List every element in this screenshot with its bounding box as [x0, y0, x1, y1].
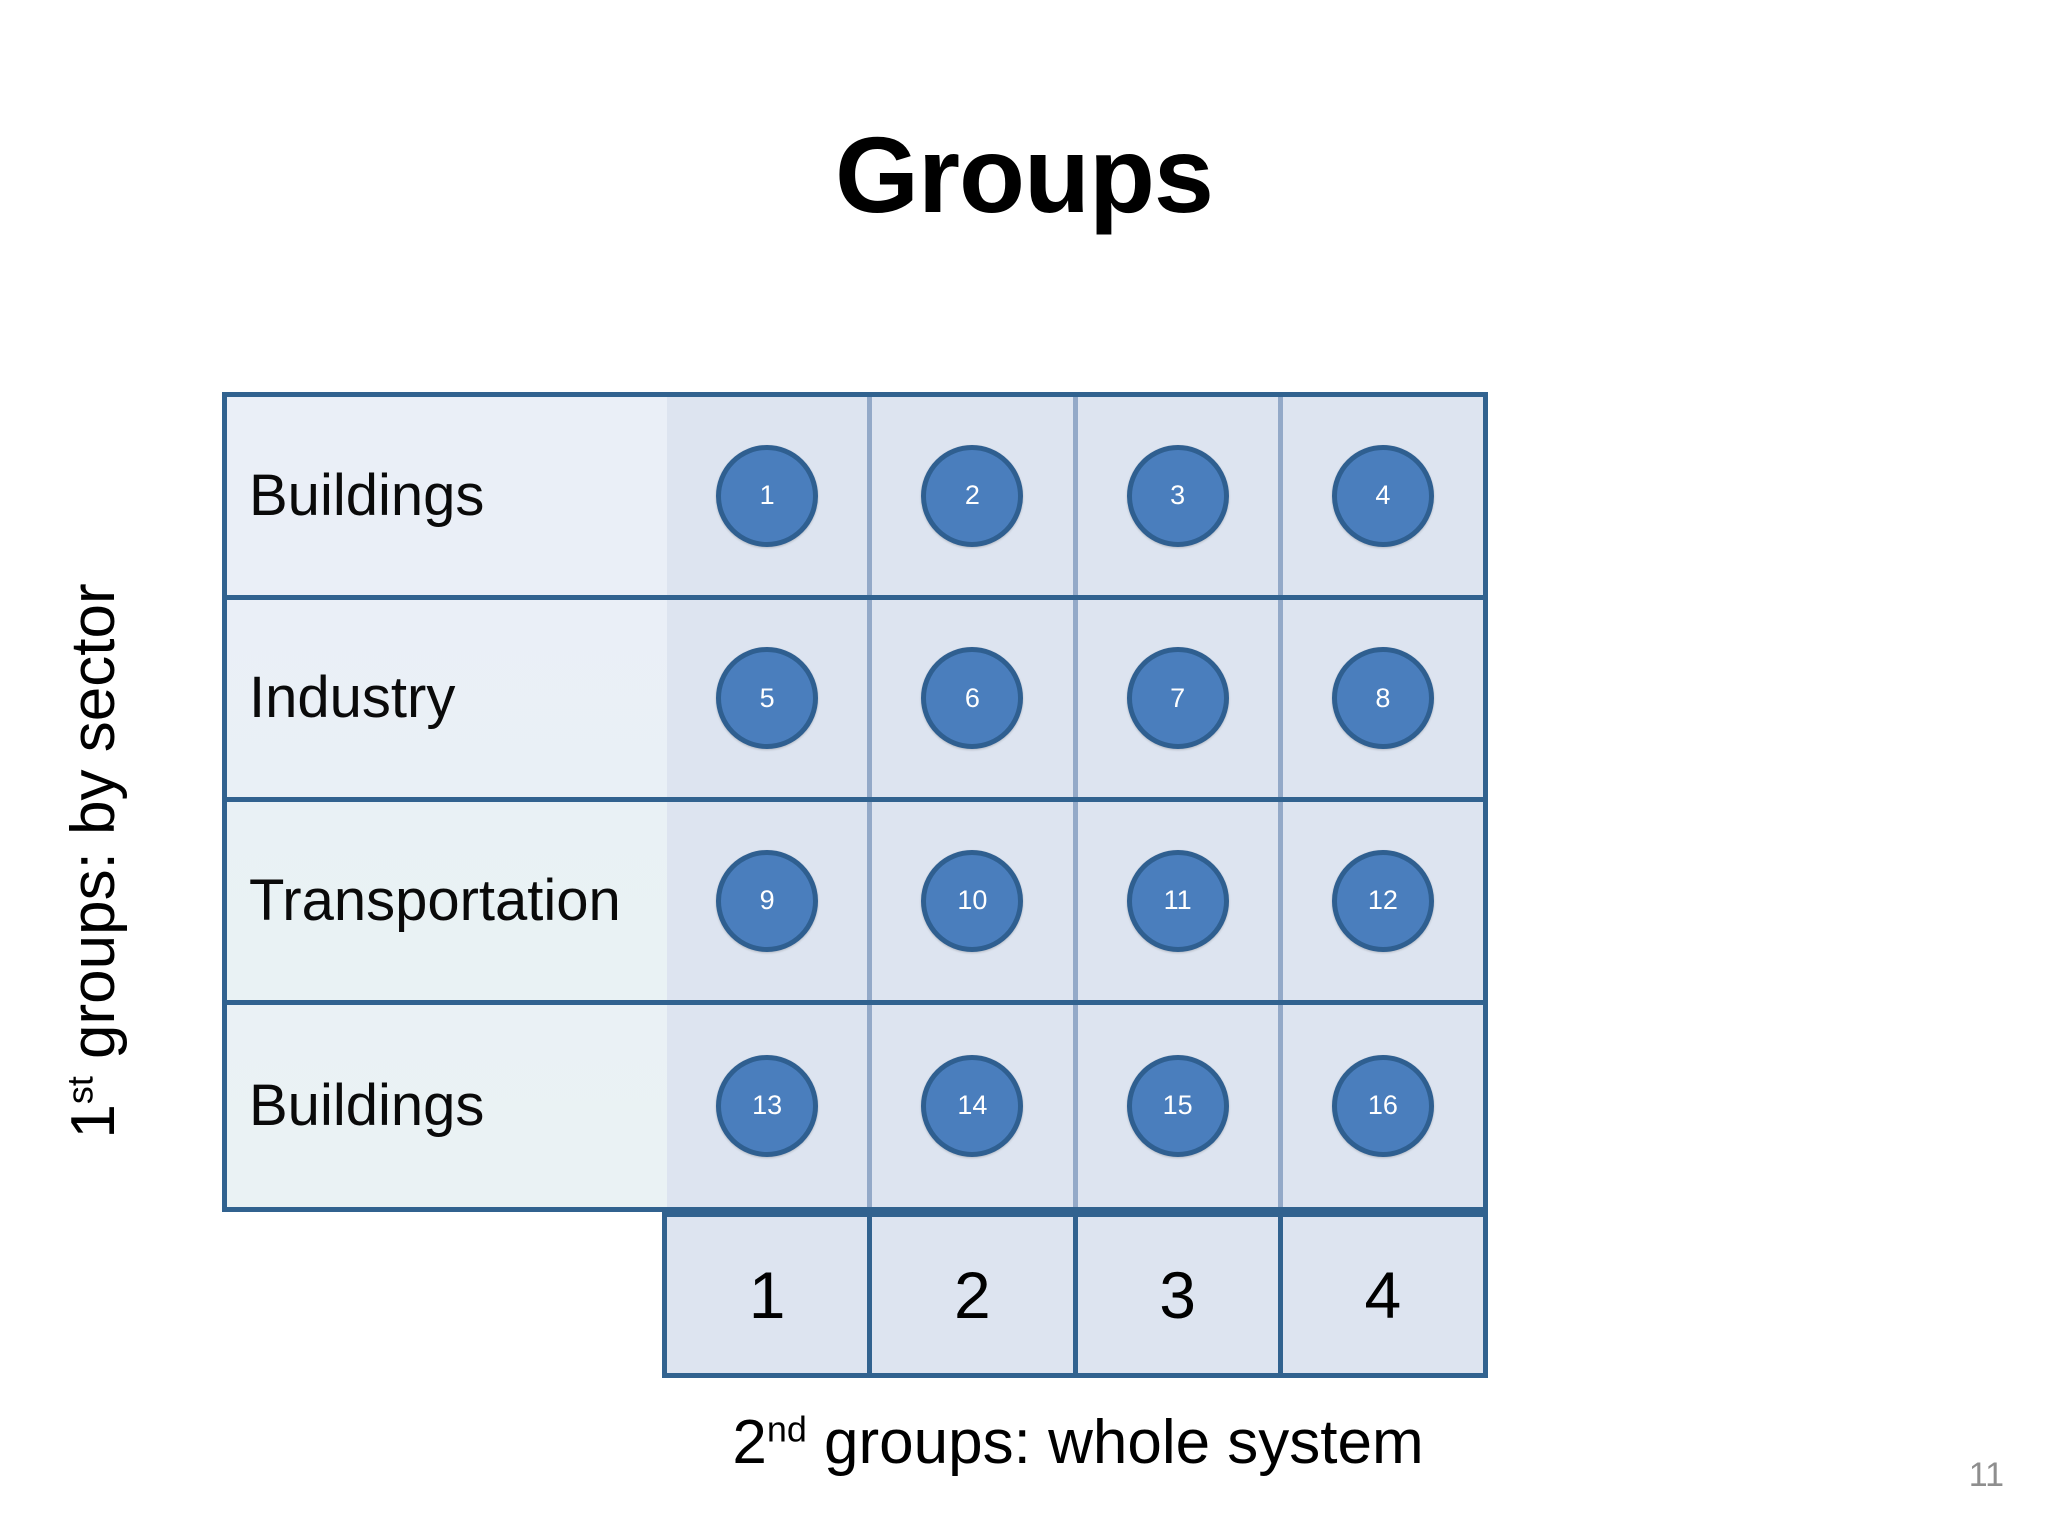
group-bubble[interactable]: 13 — [716, 1054, 819, 1157]
y-axis-label: 1st groups: by sector — [59, 551, 128, 1171]
group-bubble[interactable]: 7 — [1126, 647, 1229, 750]
page-number: 11 — [1968, 1456, 2004, 1494]
group-bubble[interactable]: 4 — [1331, 444, 1434, 547]
x-axis-label-rest: groups: whole system — [806, 1408, 1424, 1477]
matrix-cell[interactable]: 11 — [1077, 802, 1283, 1000]
group-bubble[interactable]: 11 — [1126, 849, 1229, 952]
y-axis-label-prefix: 1 — [59, 1104, 128, 1139]
table-row: Buildings 13 14 15 16 — [227, 1004, 1483, 1207]
matrix-cell[interactable]: 16 — [1282, 1004, 1483, 1207]
group-bubble[interactable]: 15 — [1126, 1054, 1229, 1157]
matrix-cell[interactable]: 9 — [667, 802, 873, 1000]
group-bubble[interactable]: 3 — [1126, 444, 1229, 547]
column-header-2[interactable]: 2 — [872, 1217, 1078, 1373]
matrix-cell[interactable]: 5 — [667, 599, 873, 797]
row-cells: 9 10 11 12 — [667, 802, 1483, 1000]
group-bubble[interactable]: 12 — [1331, 849, 1434, 952]
table-row: Buildings 1 2 3 4 — [227, 397, 1483, 600]
matrix-cell[interactable]: 14 — [872, 1004, 1078, 1207]
group-bubble[interactable]: 1 — [716, 444, 819, 547]
row-label-industry: Industry — [227, 599, 667, 797]
x-axis-label-ordinal: nd — [766, 1408, 807, 1450]
matrix-cell[interactable]: 2 — [872, 397, 1078, 595]
y-axis-label-ordinal: st — [59, 1076, 101, 1105]
matrix-cell[interactable]: 15 — [1077, 1004, 1283, 1207]
group-bubble[interactable]: 14 — [921, 1054, 1024, 1157]
row-cells: 1 2 3 4 — [667, 397, 1483, 595]
x-axis-label-prefix: 2 — [732, 1408, 767, 1477]
column-header-1[interactable]: 1 — [667, 1217, 873, 1373]
column-header-4[interactable]: 4 — [1282, 1217, 1483, 1373]
group-bubble[interactable]: 2 — [921, 444, 1024, 547]
matrix-cell[interactable]: 8 — [1282, 599, 1483, 797]
group-bubble[interactable]: 8 — [1331, 647, 1434, 750]
column-header-row: 1 2 3 4 — [662, 1212, 1488, 1378]
row-cells: 5 6 7 8 — [667, 599, 1483, 797]
matrix-cell[interactable]: 7 — [1077, 599, 1283, 797]
table-row: Industry 5 6 7 8 — [227, 599, 1483, 802]
column-header-3[interactable]: 3 — [1077, 1217, 1283, 1373]
row-label-buildings-1: Buildings — [227, 397, 667, 595]
group-bubble[interactable]: 9 — [716, 849, 819, 952]
y-axis-label-rest: groups: by sector — [59, 583, 128, 1077]
matrix-cell[interactable]: 13 — [667, 1004, 873, 1207]
row-cells: 13 14 15 16 — [667, 1004, 1483, 1207]
matrix-cell[interactable]: 6 — [872, 599, 1078, 797]
row-label-buildings-2: Buildings — [227, 1004, 667, 1207]
group-bubble[interactable]: 5 — [716, 647, 819, 750]
group-bubble[interactable]: 16 — [1331, 1054, 1434, 1157]
x-axis-label: 2nd groups: whole system — [668, 1411, 1488, 1474]
matrix-cell[interactable]: 1 — [667, 397, 873, 595]
matrix-cell[interactable]: 4 — [1282, 397, 1483, 595]
row-label-transportation: Transportation — [227, 802, 667, 1000]
table-row: Transportation 9 10 11 12 — [227, 802, 1483, 1005]
page-title: Groups — [834, 114, 1214, 235]
groups-matrix: Buildings 1 2 3 4 Industry 5 6 7 8 Trans… — [222, 392, 1488, 1212]
matrix-cell[interactable]: 10 — [872, 802, 1078, 1000]
matrix-cell[interactable]: 12 — [1282, 802, 1483, 1000]
group-bubble[interactable]: 10 — [921, 849, 1024, 952]
matrix-cell[interactable]: 3 — [1077, 397, 1283, 595]
group-bubble[interactable]: 6 — [921, 647, 1024, 750]
